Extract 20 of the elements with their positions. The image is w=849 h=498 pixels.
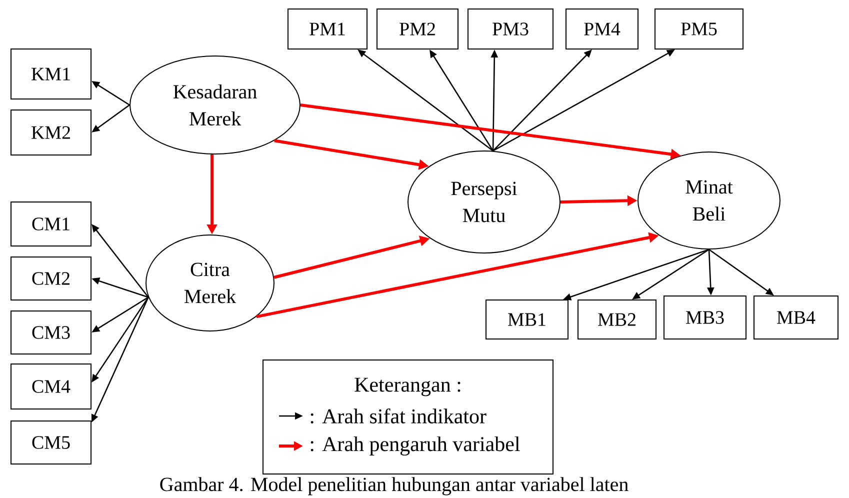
indicator-box: MB1: [486, 300, 568, 340]
caption: Gambar 4. Model penelitian hubungan antar variabel laten: [160, 477, 628, 496]
indicator-box: CM5: [10, 420, 92, 464]
indicator-box: CM3: [10, 310, 92, 354]
legend-text: : Arah sifat indikator: [310, 408, 486, 424]
legend-text: : Arah pengaruh variabel: [310, 436, 520, 456]
indicator-box: KM1: [10, 48, 92, 100]
indicator-box: PM2: [376, 8, 458, 50]
indicator-box: PM4: [566, 8, 638, 50]
indicator-box: CM2: [10, 256, 92, 300]
indicator-box: PM3: [468, 8, 554, 50]
indicator-box: PM1: [288, 8, 368, 50]
legend-title: Keterangan :: [354, 378, 460, 396]
indicator-box: CM4: [10, 364, 92, 410]
indicator-box: MB3: [664, 296, 746, 340]
indicator-box: KM2: [10, 110, 92, 156]
indicator-box: CM1: [10, 202, 92, 246]
indicator-box: PM5: [654, 8, 744, 50]
indicator-box: MB2: [578, 300, 656, 340]
indicator-box: MB4: [754, 296, 838, 340]
